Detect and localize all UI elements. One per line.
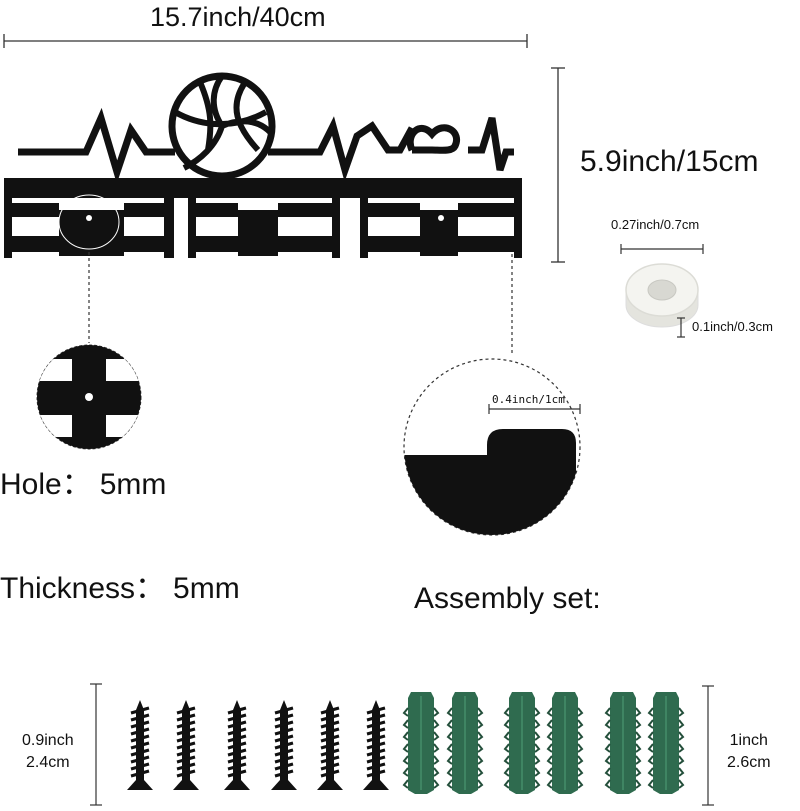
anchor-length-inch: 1inch <box>729 732 768 749</box>
thickness-spec-value: 5mm <box>173 572 240 605</box>
wall-anchor-icon <box>446 692 484 794</box>
screw-icon <box>363 700 389 790</box>
height-dimension-line <box>551 67 565 263</box>
spacer-ring-icon <box>620 244 704 338</box>
thickness-spec-label: Thickness： <box>0 572 166 605</box>
screw-icon <box>271 700 297 790</box>
anchor-length-cm: 2.6cm <box>727 754 771 771</box>
spacer-thickness-label: 0.1inch/0.3cm <box>692 319 773 334</box>
medal-hanger <box>4 72 522 258</box>
anchors-group <box>402 692 685 794</box>
hole-spec-value: 5mm <box>99 468 167 501</box>
wall-anchor-icon <box>503 692 541 794</box>
spacer-diameter-label: 0.27inch/0.7cm <box>611 217 700 232</box>
screw-length-cm: 2.4cm <box>26 754 70 771</box>
hook-width-label: 0.4inch/1cm <box>492 393 565 406</box>
screw-icon <box>317 700 343 790</box>
screw-icon <box>173 700 199 790</box>
screw-icon <box>224 700 250 790</box>
volleyball-icon <box>168 72 276 180</box>
height-label: 5.9inch/15cm <box>580 145 759 178</box>
thickness-spec: Thickness：5mm <box>0 574 240 604</box>
screws-group <box>127 700 389 790</box>
anchor-length-label: 1inch 2.6cm <box>727 730 771 774</box>
screw-length-label: 0.9inch 2.4cm <box>22 730 74 774</box>
heartbeat-line-icon <box>18 107 514 184</box>
assembly-set-label: Assembly set: <box>414 582 601 615</box>
screw-length-inch: 0.9inch <box>22 732 74 749</box>
wall-anchor-icon <box>546 692 584 794</box>
hole-zoom-circle <box>36 344 142 450</box>
hook-zoom-circle <box>403 358 581 536</box>
width-label: 15.7inch/40cm <box>150 2 326 32</box>
wall-anchor-icon <box>402 692 440 794</box>
wall-anchor-icon <box>604 692 642 794</box>
wall-anchor-icon <box>647 692 685 794</box>
width-dimension-line <box>3 34 528 48</box>
heart-icon <box>406 124 460 154</box>
screw-icon <box>127 700 153 790</box>
hole-spec: Hole：5mm <box>0 470 166 500</box>
hole-spec-label: Hole： <box>0 468 92 501</box>
